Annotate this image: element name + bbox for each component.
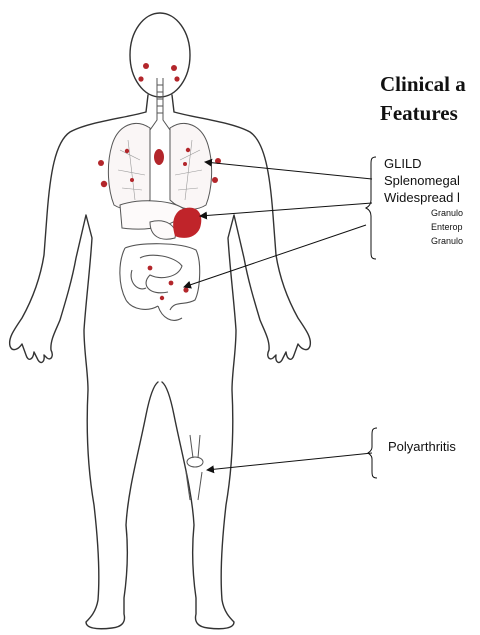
feature-splenomegaly: Splenomegal xyxy=(384,174,460,187)
subfeature-enterop: Enterop xyxy=(431,223,463,232)
trachea xyxy=(150,78,170,130)
lungs xyxy=(108,123,211,209)
title-line-1: Clinical a xyxy=(380,74,466,95)
feature-widespread: Widespread l xyxy=(384,191,460,204)
intestines xyxy=(120,244,200,321)
subfeature-granulo-2: Granulo xyxy=(431,237,463,246)
knee-joint xyxy=(186,435,203,500)
head-outline xyxy=(130,13,190,97)
feature-glild: GLILD xyxy=(384,157,422,170)
title-line-2: Features xyxy=(380,103,458,124)
subfeature-granulo-1: Granulo xyxy=(431,209,463,218)
feature-polyarthritis: Polyarthritis xyxy=(388,440,456,453)
stomach xyxy=(150,221,175,239)
arrow-spleen xyxy=(200,203,372,216)
left-lung xyxy=(108,123,150,209)
heart-lesion xyxy=(154,149,164,165)
arrow-glild xyxy=(205,162,372,179)
right-lung xyxy=(170,123,212,209)
body-outline xyxy=(10,13,311,629)
bracket-main xyxy=(366,157,376,259)
callout-lines xyxy=(184,157,377,478)
